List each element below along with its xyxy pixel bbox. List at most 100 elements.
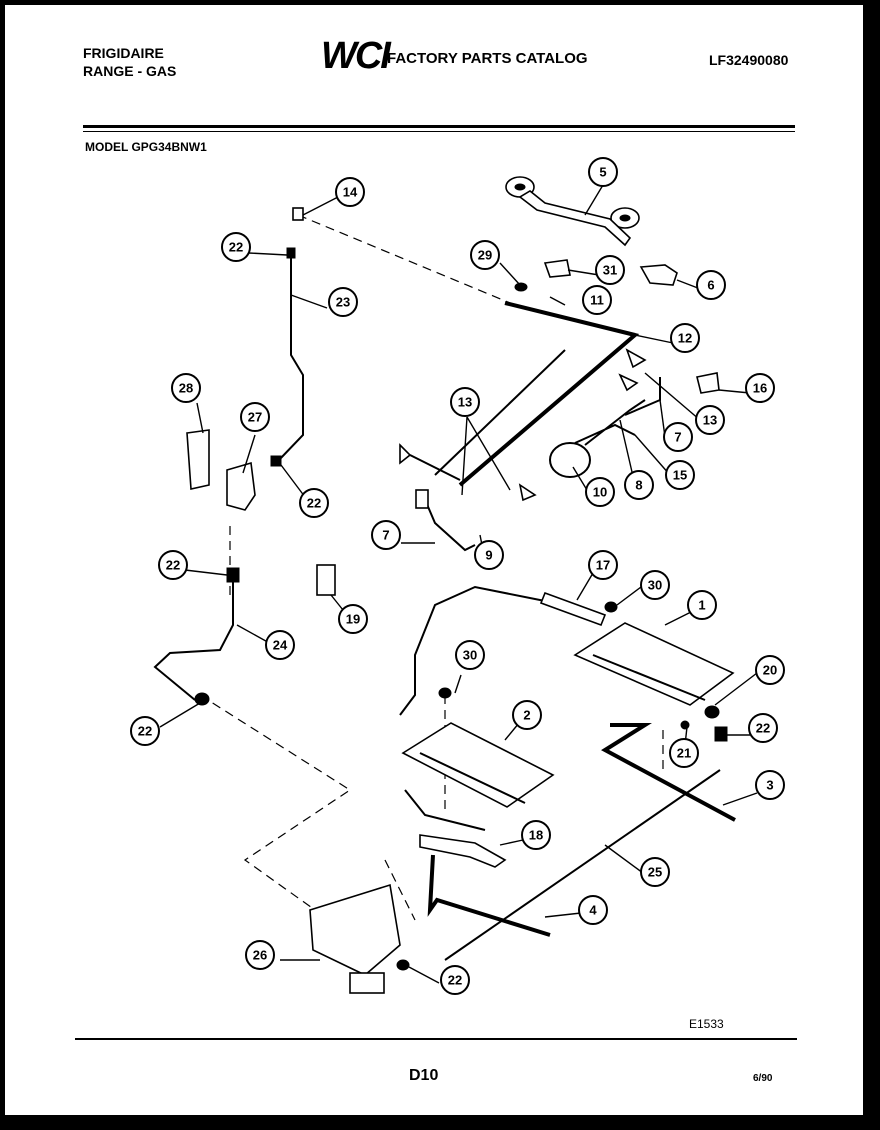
orifice-20 xyxy=(704,705,720,719)
bracket-31 xyxy=(543,259,571,278)
callout-9: 9 xyxy=(474,540,504,570)
svg-text:18: 18 xyxy=(529,828,543,843)
svg-text:22: 22 xyxy=(307,496,321,511)
callout-15: 15 xyxy=(665,460,695,490)
callout-17: 17 xyxy=(588,550,618,580)
figure-code: E1533 xyxy=(689,1017,724,1031)
nut-22 xyxy=(286,247,296,259)
svg-text:22: 22 xyxy=(138,724,152,739)
callout-24: 24 xyxy=(265,630,295,660)
callout-8: 8 xyxy=(624,470,654,500)
svg-text:25: 25 xyxy=(648,865,662,880)
svg-text:28: 28 xyxy=(179,381,193,396)
svg-text:22: 22 xyxy=(448,973,462,988)
dashed-line xyxy=(199,694,352,911)
callout-29: 29 xyxy=(470,240,500,270)
svg-text:19: 19 xyxy=(346,612,360,627)
svg-text:10: 10 xyxy=(593,485,607,500)
svg-text:30: 30 xyxy=(463,648,477,663)
tube-24 xyxy=(153,582,234,701)
svg-text:9: 9 xyxy=(485,548,492,563)
bracket-28 xyxy=(186,429,210,490)
callout-20: 20 xyxy=(755,655,785,685)
callout-4: 4 xyxy=(578,895,608,925)
baffle-2 xyxy=(401,722,555,808)
svg-text:7: 7 xyxy=(674,430,681,445)
page-number: D10 xyxy=(409,1067,439,1084)
callout-22: 22 xyxy=(130,716,160,746)
callout-19: 19 xyxy=(338,604,368,634)
callout-13: 13 xyxy=(695,405,725,435)
svg-text:5: 5 xyxy=(599,165,606,180)
callout-7: 7 xyxy=(663,422,693,452)
svg-text:15: 15 xyxy=(673,468,687,483)
callout-30: 30 xyxy=(640,570,670,600)
dashed-line xyxy=(297,214,516,306)
svg-text:2: 2 xyxy=(523,708,530,723)
callout-6: 6 xyxy=(696,270,726,300)
callout-21: 21 xyxy=(669,738,699,768)
manifold-pipe xyxy=(434,349,566,476)
nut-22 xyxy=(396,959,410,971)
dashed-line xyxy=(384,859,416,921)
parts-diagram: 14 22 23 5 29 31 6 11 12 28 27 13 16 13 … xyxy=(130,157,785,995)
svg-text:27: 27 xyxy=(248,410,262,425)
svg-text:20: 20 xyxy=(763,663,777,678)
svg-text:13: 13 xyxy=(703,413,717,428)
valve-27 xyxy=(226,461,256,511)
callout-16: 16 xyxy=(745,373,775,403)
svg-text:14: 14 xyxy=(343,185,358,200)
catalog-title: FACTORY PARTS CATALOG xyxy=(387,50,588,67)
svg-text:29: 29 xyxy=(478,248,492,263)
callout-22: 22 xyxy=(299,488,329,518)
svg-text:13: 13 xyxy=(458,395,472,410)
model-number: MODEL GPG34BNW1 xyxy=(85,140,207,154)
callout-22: 22 xyxy=(748,713,778,743)
header-rule xyxy=(83,125,795,128)
igniter-13 xyxy=(518,483,537,502)
catalog-sheet: FRIGIDAIRE RANGE - GAS WCI FACTORY PARTS… xyxy=(5,5,863,1115)
svg-text:22: 22 xyxy=(166,558,180,573)
broil-burner-4 xyxy=(427,854,551,937)
wci-logo: WCI xyxy=(321,35,391,77)
callout-31: 31 xyxy=(595,255,625,285)
callout-28: 28 xyxy=(171,373,201,403)
callout-3: 3 xyxy=(755,770,785,800)
baffle-1 xyxy=(573,622,735,706)
callout-7: 7 xyxy=(371,520,401,550)
igniter-13 xyxy=(625,348,647,369)
screw-30 xyxy=(604,601,618,613)
svg-text:7: 7 xyxy=(382,528,389,543)
safety-valve-26 xyxy=(309,883,401,976)
svg-text:8: 8 xyxy=(635,478,642,493)
svg-text:4: 4 xyxy=(589,903,597,918)
brand-name: FRIGIDAIRE xyxy=(83,45,164,61)
footer-rule xyxy=(75,1038,797,1040)
callout-5: 5 xyxy=(588,157,618,187)
svg-text:22: 22 xyxy=(229,240,243,255)
svg-text:1: 1 xyxy=(698,598,705,613)
callout-2: 2 xyxy=(512,700,542,730)
wire xyxy=(409,454,461,481)
baffle-slot xyxy=(419,752,526,804)
wire-harness xyxy=(574,399,646,446)
leader-lines xyxy=(159,184,758,984)
gas-manifold xyxy=(458,301,640,487)
nut-22 xyxy=(194,692,210,706)
svg-text:12: 12 xyxy=(678,331,692,346)
svg-text:17: 17 xyxy=(596,558,610,573)
callout-13: 13 xyxy=(450,387,480,417)
callout-23: 23 xyxy=(328,287,358,317)
thermocouple-17 xyxy=(399,585,551,716)
callout-27: 27 xyxy=(240,402,270,432)
igniter-13 xyxy=(399,443,412,465)
part-21 xyxy=(680,720,690,730)
fitting-14 xyxy=(292,207,304,221)
tube-23 xyxy=(278,258,304,461)
svg-text:21: 21 xyxy=(677,746,691,761)
callout-12: 12 xyxy=(670,323,700,353)
product-type: RANGE - GAS xyxy=(83,63,177,79)
igniter-wire xyxy=(404,789,486,831)
valve-outlet xyxy=(349,972,385,994)
